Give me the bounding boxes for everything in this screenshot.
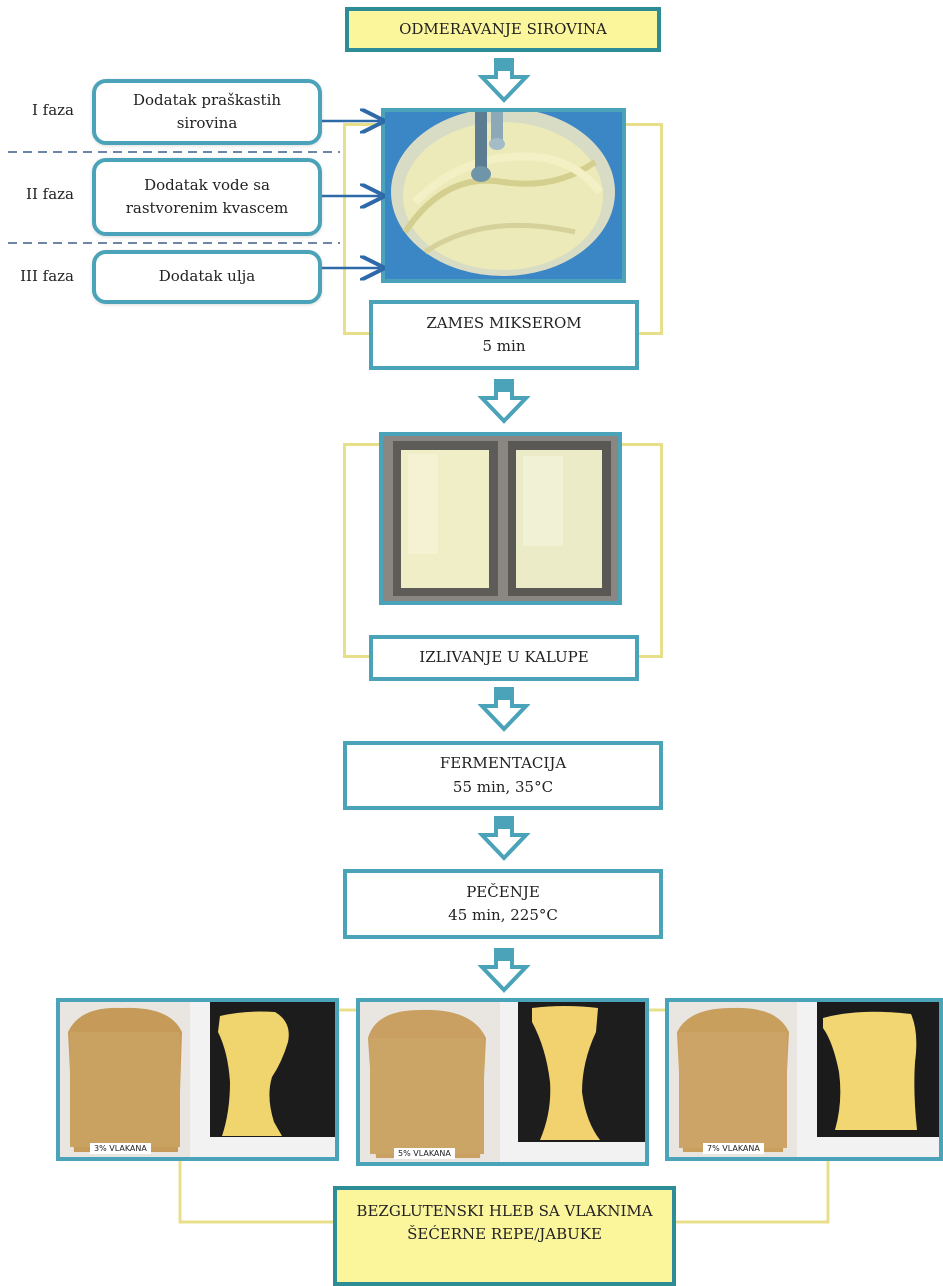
phase-label-2: II faza xyxy=(26,185,74,203)
molds-photo xyxy=(379,432,622,605)
phase-separators xyxy=(8,151,340,244)
step-baking-title: PEČENJE xyxy=(466,882,540,901)
step-measure: ODMERAVANJE SIROVINA xyxy=(345,7,661,52)
step-mixing-detail: 5 min xyxy=(482,337,526,355)
step-result-line1: BEZGLUTENSKI HLEB SA VLAKNIMA xyxy=(356,1202,653,1220)
down-arrow-icon xyxy=(478,948,530,993)
sample-label-3: 7% VLAKANA xyxy=(703,1143,764,1154)
sample-label-1: 3% VLAKANA xyxy=(90,1143,151,1154)
down-arrow-icon xyxy=(478,379,530,424)
phase-label-1: I faza xyxy=(31,101,74,119)
down-arrow-icon xyxy=(478,58,530,103)
bread-sample-photo-1: 3% VLAKANA xyxy=(56,998,339,1161)
step-fermentation-title: FERMENTACIJA xyxy=(439,754,567,773)
step-result: BEZGLUTENSKI HLEB SA VLAKNIMA ŠEĆERNE RE… xyxy=(333,1186,676,1286)
sample-label-2: 5% VLAKANA xyxy=(394,1148,455,1159)
step-pouring-label: IZLIVANJE U KALUPE xyxy=(419,648,589,667)
step-mixing: ZAMES MIKSEROM 5 min xyxy=(369,300,639,370)
step-pouring: IZLIVANJE U KALUPE xyxy=(369,635,639,681)
phase-1-line2: sirovina xyxy=(176,114,238,132)
phase-box-3: Dodatak ulja xyxy=(92,250,322,304)
phase-2-line1: Dodatak vode sa xyxy=(144,175,270,194)
step-mixing-title: ZAMES MIKSEROM xyxy=(426,313,582,332)
phase-label-3: III faza xyxy=(20,267,74,285)
phase-3-line1: Dodatak ulja xyxy=(158,267,256,286)
bread-sample-photo-2: 5% VLAKANA xyxy=(356,998,649,1166)
down-arrow-icon xyxy=(478,687,530,732)
phase-2-line2: rastvorenim kvascem xyxy=(125,199,289,217)
step-fermentation-detail: 55 min, 35°C xyxy=(452,777,554,796)
phase-box-1: Dodatak praškastih sirovina xyxy=(92,79,322,145)
phase-1-line1: Dodatak praškastih xyxy=(132,90,282,109)
step-result-line2: ŠEĆERNE REPE/JABUKE xyxy=(407,1225,602,1244)
step-baking: PEČENJE 45 min, 225°C xyxy=(343,869,663,939)
step-measure-label: ODMERAVANJE SIROVINA xyxy=(399,19,607,38)
mixing-bowl-photo xyxy=(381,108,626,283)
step-fermentation: FERMENTACIJA 55 min, 35°C xyxy=(343,741,663,810)
step-baking-detail: 45 min, 225°C xyxy=(448,906,558,924)
phase-box-2: Dodatak vode sa rastvorenim kvascem xyxy=(92,158,322,236)
down-arrow-icon xyxy=(478,816,530,861)
phase-arrows xyxy=(322,100,386,290)
bread-sample-photo-3: 7% VLAKANA xyxy=(665,998,943,1161)
